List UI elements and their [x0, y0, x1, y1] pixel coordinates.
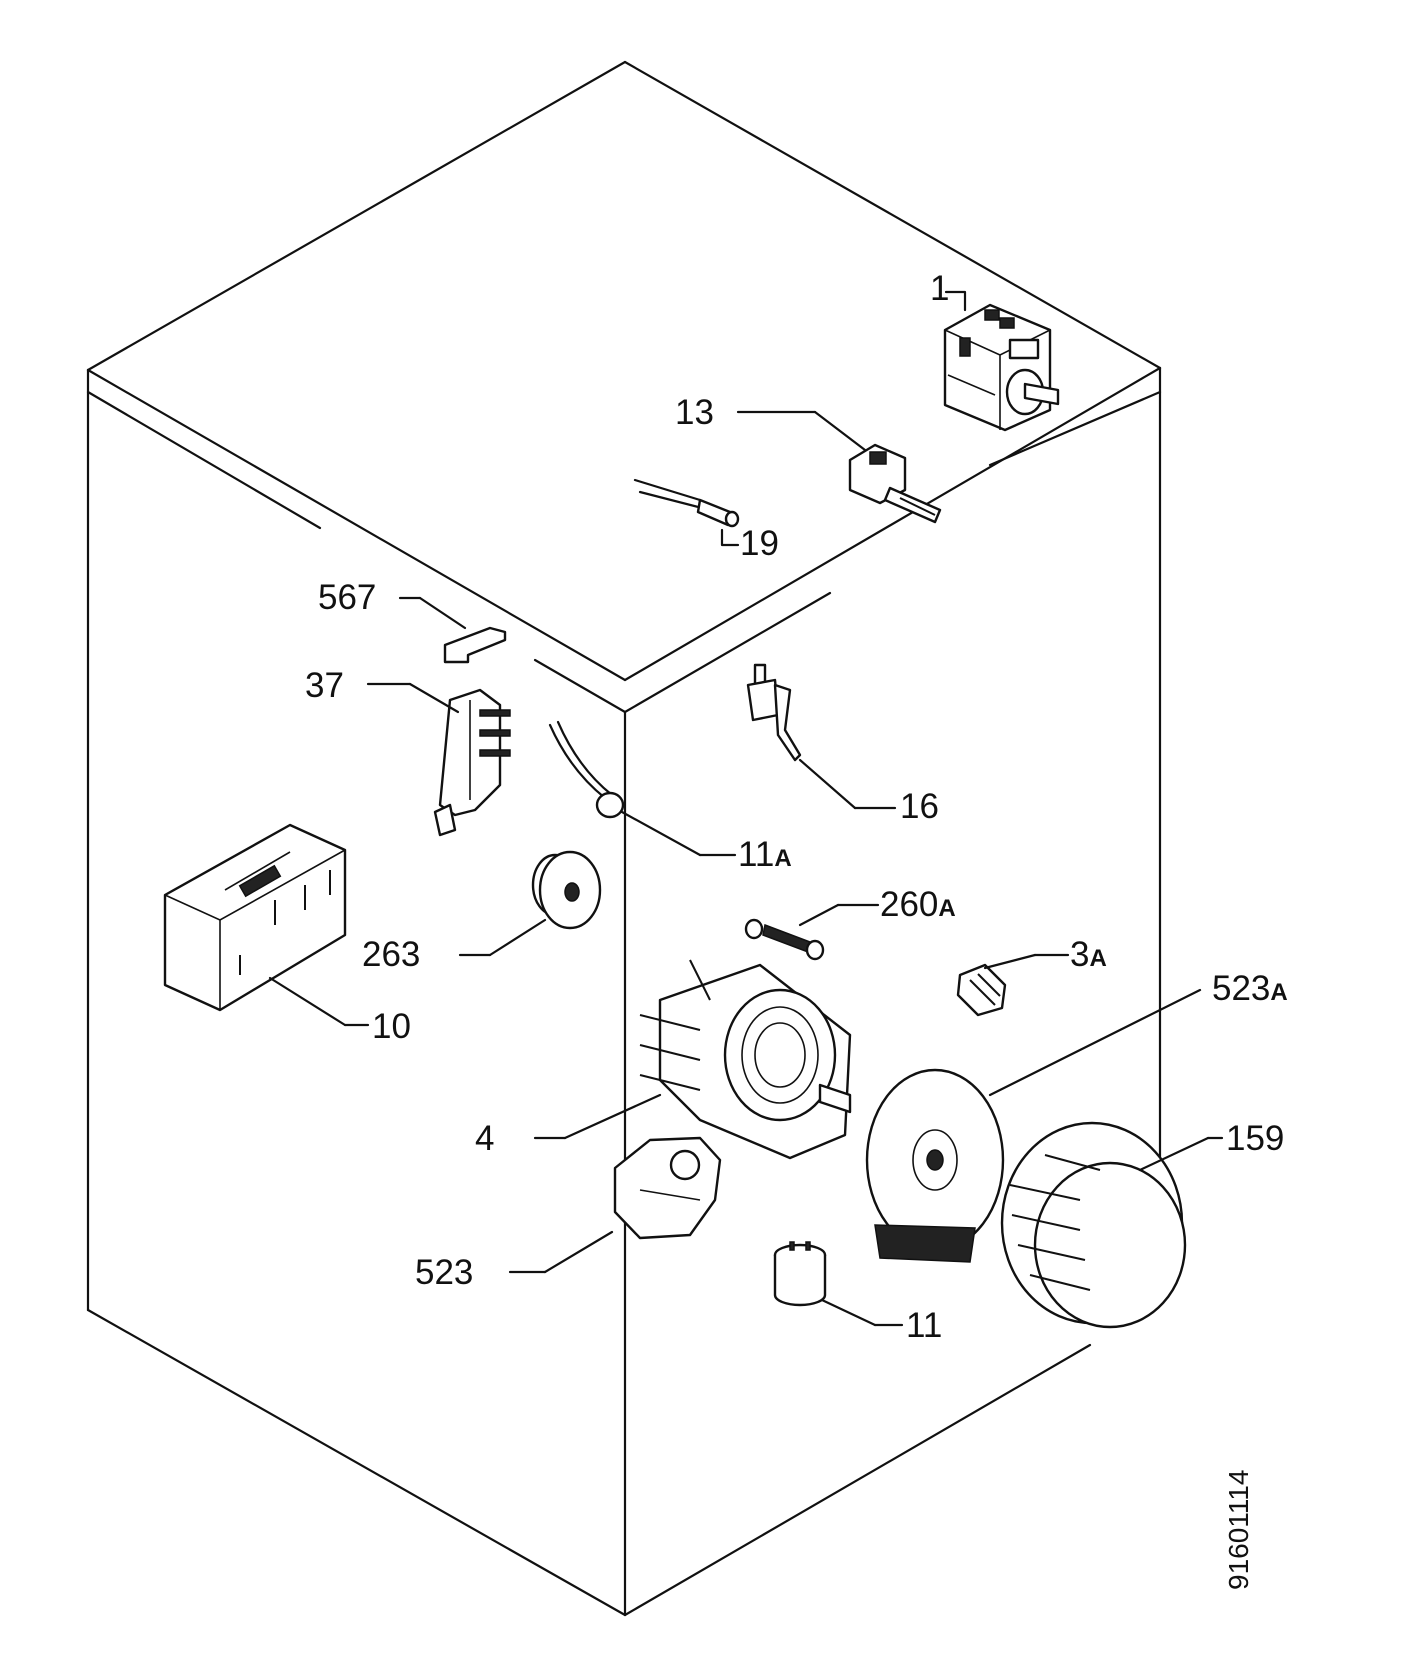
- label-159: 159: [1226, 1119, 1284, 1158]
- selector-switch-part: [943, 303, 1060, 432]
- label-1: 1: [930, 269, 949, 308]
- cabinet-outline: [86, 60, 1162, 1617]
- label-10: 10: [372, 1007, 411, 1046]
- terminal-block-part: [433, 688, 511, 837]
- label-19: 19: [740, 524, 779, 563]
- fitting-part: [956, 963, 1007, 1017]
- label-523a: 523A: [1212, 969, 1288, 1008]
- label-13: 13: [675, 393, 714, 432]
- motor-bracket-part: [613, 1136, 722, 1240]
- label-260a: 260A: [880, 885, 956, 924]
- label-3a: 3A: [1070, 935, 1107, 974]
- label-11a: 11A: [738, 835, 792, 874]
- pulley-part: [531, 850, 602, 930]
- micro-switch-part: [746, 663, 802, 762]
- label-37: 37: [305, 666, 344, 705]
- bracket-part: [443, 626, 507, 664]
- label-523: 523: [415, 1253, 473, 1292]
- part-labels: 1 13 19 567 37 16 11A 260A 263 10 3A 523…: [305, 269, 1288, 1345]
- fan-wheel-part: [1000, 1121, 1187, 1329]
- probe-part: [633, 478, 740, 528]
- label-263: 263: [362, 935, 420, 974]
- cable-suppressor-part: [548, 720, 625, 819]
- label-567: 567: [318, 578, 376, 617]
- filter-part: [163, 823, 347, 1012]
- capacitor-part: [773, 1241, 827, 1307]
- motor-part: [639, 959, 852, 1160]
- label-11: 11: [906, 1306, 942, 1345]
- label-4: 4: [475, 1119, 494, 1158]
- spring-part: [744, 918, 825, 961]
- door-switch-part: [848, 443, 942, 524]
- label-16: 16: [900, 787, 939, 826]
- drawing-number: 91601114: [1223, 1470, 1254, 1590]
- fan-housing-part: [865, 1068, 1005, 1263]
